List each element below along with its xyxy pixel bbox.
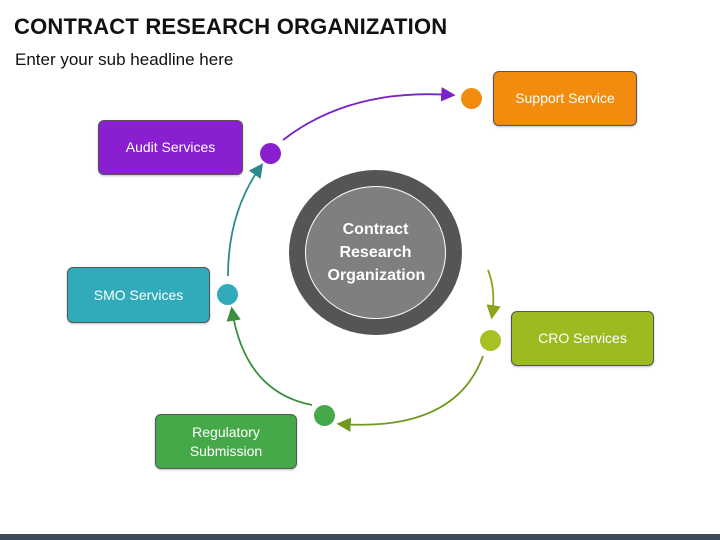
regulatory-submission-box: Regulatory Submission bbox=[155, 414, 297, 469]
cro-services-box: CRO Services bbox=[511, 311, 654, 366]
arrow-regulatory-to-smo bbox=[226, 306, 313, 406]
audit-services-box: Audit Services bbox=[98, 120, 243, 175]
regulatory-submission-label: Regulatory Submission bbox=[189, 424, 263, 459]
bottom-bar bbox=[0, 534, 720, 540]
smo-services-label: SMO Services bbox=[93, 286, 184, 303]
arrow-hub-to-cro bbox=[486, 269, 501, 320]
arrow-audit-to-support bbox=[282, 87, 456, 141]
cro-services-label: CRO Services bbox=[538, 330, 627, 347]
arrow-smo-to-audit bbox=[227, 163, 264, 277]
audit-dot bbox=[260, 143, 281, 164]
hub-label: Contract Research Organization bbox=[327, 220, 426, 285]
regulatory-dot bbox=[314, 405, 335, 426]
cro-dot bbox=[480, 330, 501, 351]
page-subtitle: Enter your sub headline here bbox=[15, 50, 234, 69]
smo-services-box: SMO Services bbox=[67, 267, 210, 323]
arrow-cro-to-regulatory bbox=[336, 355, 484, 432]
support-service-box: Support Service bbox=[493, 71, 637, 126]
support-dot bbox=[461, 88, 482, 109]
smo-dot bbox=[217, 284, 238, 305]
page-title: CONTRACT RESEARCH ORGANIZATION bbox=[14, 14, 448, 39]
hub-circle: Contract Research Organization bbox=[305, 186, 446, 319]
audit-services-label: Audit Services bbox=[125, 139, 216, 156]
support-service-label: Support Service bbox=[515, 90, 615, 107]
